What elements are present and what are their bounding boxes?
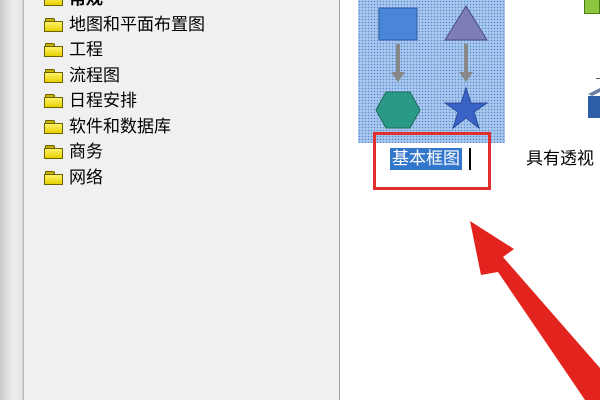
folder-icon <box>44 68 64 84</box>
category-label: 常规 <box>69 0 103 13</box>
template-label-selected: 基本框图 <box>390 148 462 170</box>
text-caret <box>469 148 471 170</box>
category-label: 网络 <box>69 167 103 188</box>
folder-icon <box>44 17 64 33</box>
category-item-business[interactable]: 商务 <box>44 140 205 166</box>
window-frame-edge <box>0 0 24 400</box>
folder-icon <box>44 170 64 186</box>
category-label: 地图和平面布置图 <box>69 14 205 35</box>
template-label-next[interactable]: 具有透视 <box>526 149 594 169</box>
annotation-highlight-box <box>373 132 491 190</box>
category-label: 流程图 <box>69 65 120 86</box>
category-label: 商务 <box>69 142 103 162</box>
category-item-flowchart[interactable]: 流程图 <box>44 64 205 90</box>
category-item-software-database[interactable]: 软件和数据库 <box>44 115 205 141</box>
folder-icon <box>44 94 64 109</box>
perspective-block-icon <box>588 78 600 118</box>
category-item-schedule[interactable]: 日程安排 <box>44 89 205 115</box>
folder-icon <box>44 43 64 58</box>
template-gallery: 基本框图 具有透视 <box>340 0 600 400</box>
template-tile-basic-block-diagram[interactable] <box>358 0 505 143</box>
category-label: 日程安排 <box>69 91 137 111</box>
category-item-maps-floorplans[interactable]: 地图和平面布置图 <box>44 13 205 39</box>
category-item-network[interactable]: 网络 <box>44 166 205 192</box>
category-item-engineering[interactable]: 工程 <box>44 38 205 64</box>
category-tree: 常规 地图和平面布置图 工程 流程图 日程安排 软件和数据库 <box>44 0 205 191</box>
template-tile-perspective-fragment[interactable] <box>584 0 600 14</box>
category-label: 工程 <box>69 40 103 60</box>
folder-icon <box>44 119 64 135</box>
folder-icon <box>44 0 64 7</box>
category-item-general[interactable]: 常规 <box>44 0 205 13</box>
category-tree-panel[interactable]: 常规 地图和平面布置图 工程 流程图 日程安排 软件和数据库 <box>24 0 340 400</box>
basic-block-diagram-icon <box>375 5 489 130</box>
category-label: 软件和数据库 <box>69 116 171 137</box>
folder-icon <box>44 145 64 160</box>
